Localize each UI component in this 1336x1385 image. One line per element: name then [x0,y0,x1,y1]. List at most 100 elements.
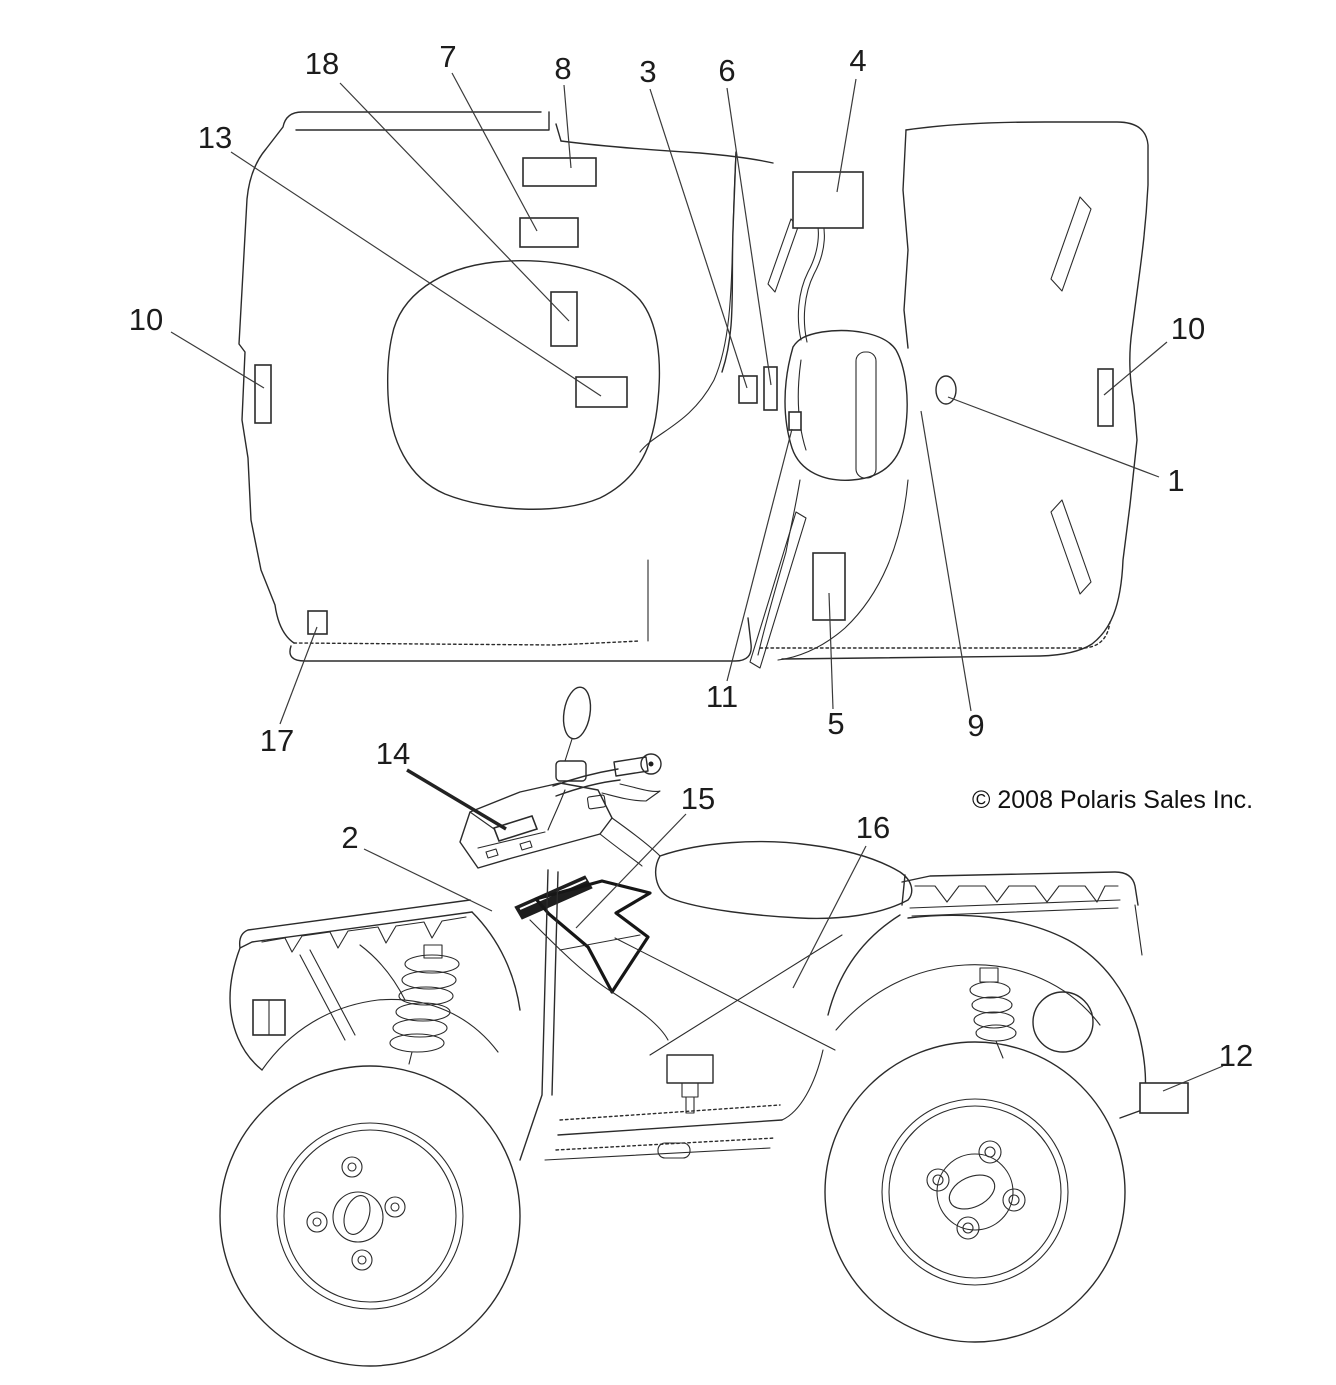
leader-18 [339,82,570,322]
callout-12: 12 [1218,1038,1254,1073]
decal-rect-3 [738,375,758,404]
callout-2: 2 [341,820,359,855]
side-panel-edges [519,869,559,1161]
front-rack-beam [238,899,473,949]
decal-rect-6 [763,366,778,411]
decal-rect-10-left [254,364,272,424]
decal-rect-12 [1139,1082,1189,1114]
foot-peg [657,1142,691,1159]
pod-neck [547,789,661,867]
steering-pod-inner [797,359,807,451]
left-panel-top-band [295,111,562,142]
seat-hump-outline [386,260,661,510]
callout-4: 4 [849,43,867,78]
front-wheel [219,1065,521,1367]
leader-3 [649,88,748,389]
rear-shock-cap [979,967,999,983]
callout-11: 11 [705,679,739,714]
left-panel-bottom-band [289,617,752,662]
decal-rect-8 [522,157,597,187]
callout-8: 8 [554,51,572,86]
grip-end-cap [640,753,662,775]
lower-channel-band [749,511,807,669]
decal-rect-14 [492,815,539,842]
mirror-stem [564,738,573,762]
rear-wheel-arch [835,964,1101,1031]
leader-lines [170,72,1224,1092]
footwell-plate [666,1054,714,1084]
front-shock-cap [423,944,443,959]
callout-6: 6 [718,53,736,88]
leader-10-left [170,331,265,389]
board-to-fender [544,1049,824,1161]
front-rack-teeth [261,916,467,953]
decal-rect-10-right [1097,368,1114,427]
decal-rect-17 [307,610,328,635]
left-panel-outline [238,111,542,644]
callout-18: 18 [304,46,340,81]
handlebar-grip [613,756,649,777]
callout-1: 1 [1167,463,1185,498]
right-panel-outline [781,121,1149,660]
grip-end-dot [648,761,654,767]
leader-17 [279,626,318,725]
leader-7 [451,72,538,232]
pod-vents [485,840,533,859]
leader-15 [575,813,687,929]
callout-5: 5 [827,706,845,741]
rear-rack-rail [901,871,1139,906]
engine-case-circle [1032,991,1094,1053]
tank-lower-edge [529,919,669,1041]
leader-4 [836,78,857,193]
leader-1 [947,396,1160,478]
seat-latch-slot [855,351,877,479]
right-panel-bottom-edge [759,621,1111,649]
pod-lower-cables [757,479,909,661]
front-shock-spring [389,954,460,1053]
channel-strip [767,218,799,293]
running-board-bottom [555,1137,776,1151]
leader-2 [363,848,493,912]
steering-pod-outline [784,329,908,481]
left-panel-bottom-edge [293,640,641,646]
fuel-cap-ellipse [935,375,957,405]
leader-6 [726,87,772,386]
front-shock-rod [408,1051,413,1065]
decal-rect-4 [792,171,864,229]
rear-fender-outline [827,914,1147,1119]
top-center-edge [560,140,774,164]
right-panel-slot-bottom [1050,499,1092,595]
leader-11 [726,428,793,682]
decal-rect-18 [550,291,578,347]
right-panel-slot-top [1050,196,1092,292]
decal-rect-7 [519,217,579,248]
rear-rack-lower-rails [909,899,1143,956]
leader-5 [828,592,834,710]
callout-15: 15 [680,781,716,816]
callout-17: 17 [259,723,295,758]
mirror-glass [562,686,592,740]
rear-wheel [824,1041,1126,1343]
callout-10-7: 10 [128,302,164,337]
top-view-drawing [238,111,1149,669]
front-struts [299,944,406,1041]
front-wheel-arch [261,998,499,1071]
rear-shock-spring [969,981,1017,1042]
brake-lever [601,783,661,802]
leader-8 [563,84,572,169]
callout-14: 14 [375,736,411,771]
front-fender-outline [229,911,521,1071]
callout-3: 3 [639,54,657,89]
drain-bolt [681,1082,699,1114]
rear-rack-teeth [914,885,1119,903]
frame-cross-lines [559,934,843,1056]
leader-12 [1162,1065,1224,1092]
leader-14 [406,768,507,831]
mirror-clamp [555,760,587,782]
channel-left-edge [721,151,737,373]
leader-13 [230,151,602,397]
leader-10-right [1103,341,1168,396]
leader-16 [792,845,867,989]
